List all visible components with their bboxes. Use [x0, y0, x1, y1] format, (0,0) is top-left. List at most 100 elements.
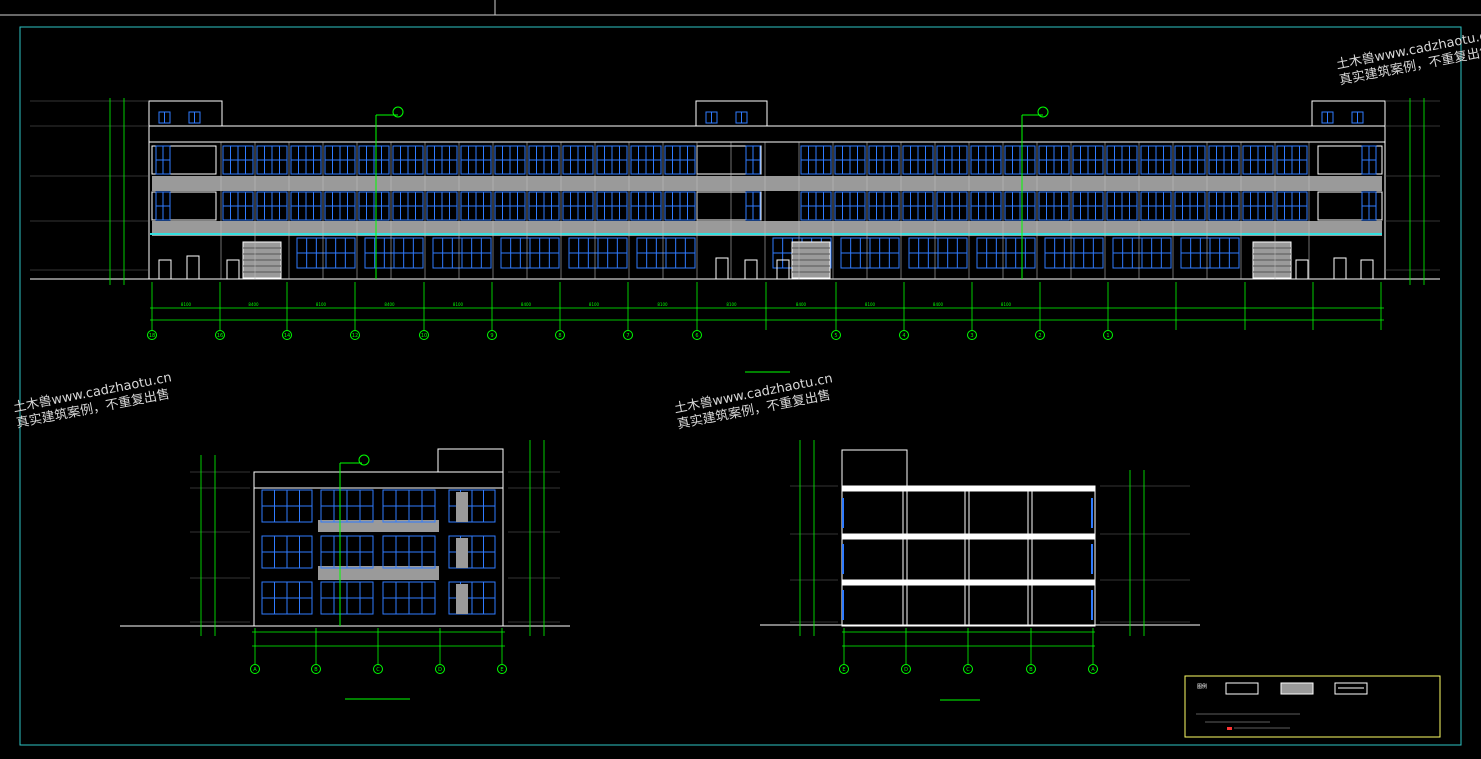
section-column [964, 485, 970, 627]
axis-label: 10 [421, 333, 427, 339]
section-drawing [760, 440, 1200, 701]
axis-label: E [500, 667, 503, 673]
axis-bubble [899, 330, 909, 340]
axis-label: 7 [626, 333, 629, 339]
axis-dimension-text: 8100 [1001, 302, 1012, 307]
floor-slab [152, 221, 1382, 236]
door [744, 259, 758, 280]
axis-bubble [1088, 664, 1098, 674]
section-marker-bubble [392, 106, 404, 118]
axis-dimension-text: 8400 [933, 302, 944, 307]
axis-dimension-text: 8100 [726, 302, 737, 307]
axis-bubble [692, 330, 702, 340]
door [1360, 259, 1374, 280]
roof-tower [148, 100, 223, 127]
axis-label: D [904, 667, 908, 673]
axis-label: 2 [1038, 333, 1041, 339]
outer-frame [19, 26, 1462, 746]
axis-label: B [1029, 667, 1033, 673]
door [715, 257, 729, 280]
axis-label: 3 [970, 333, 973, 339]
floor-slab [152, 176, 1382, 191]
axis-label: 16 [217, 333, 223, 339]
axis-label: 1 [1106, 333, 1109, 339]
side-slab [318, 566, 439, 580]
axis-label: B [314, 667, 318, 673]
side-pier [456, 492, 468, 522]
axis-dimension-text: 8100 [589, 302, 600, 307]
roof-tower [695, 100, 768, 127]
axis-label: C [966, 667, 970, 673]
axis-dimension-text: 8400 [796, 302, 807, 307]
section-column [902, 485, 908, 627]
axis-dimension-text: 8100 [453, 302, 464, 307]
legend-border [1184, 675, 1441, 738]
door [186, 255, 200, 280]
axis-bubble [555, 330, 565, 340]
end-bay-frame [1317, 191, 1383, 221]
legend-swatch-glass [1334, 682, 1368, 695]
end-bay-frame [1317, 145, 1383, 175]
legend-block: 图例 [1184, 675, 1441, 738]
axis-label: 12 [352, 333, 358, 339]
door [776, 259, 790, 280]
legend-title: 图例 [1197, 683, 1207, 690]
axis-bubble [1026, 664, 1036, 674]
axis-bubble [839, 664, 849, 674]
axis-dimension-text: 8400 [384, 302, 395, 307]
axis-dimension-text: 8400 [521, 302, 532, 307]
door [1333, 257, 1347, 280]
axis-dimension-text: 8100 [865, 302, 876, 307]
axis-label: 9 [490, 333, 493, 339]
axis-bubble [282, 330, 292, 340]
side-pier [456, 538, 468, 568]
side-slab [318, 520, 439, 532]
front-body [148, 125, 1386, 280]
side-pier [456, 584, 468, 614]
legend-swatch-slab [1280, 682, 1314, 695]
axis-bubble [373, 664, 383, 674]
axis-dimension-text: 8100 [316, 302, 327, 307]
axis-bubble [311, 664, 321, 674]
axis-label: E [842, 667, 845, 673]
side-parapet [253, 471, 504, 489]
axis-bubble [1103, 330, 1113, 340]
axis-bubble [831, 330, 841, 340]
axis-label: 8 [558, 333, 561, 339]
side-roof-tower [437, 448, 504, 473]
axis-label: C [376, 667, 380, 673]
axis-bubble [147, 330, 157, 340]
axis-label: A [253, 667, 257, 673]
axis-bubble [215, 330, 225, 340]
section-marker-bubble [1037, 106, 1049, 118]
axis-dimension-text: 8100 [657, 302, 668, 307]
side-marker-bubble [358, 454, 370, 466]
side-elevation [120, 440, 570, 700]
axis-bubble [350, 330, 360, 340]
axis-bubble [497, 664, 507, 674]
axis-label: 5 [834, 333, 837, 339]
axis-label: A [1091, 667, 1095, 673]
legend-hatch-mark [1227, 727, 1232, 730]
axis-label: 18 [149, 333, 155, 339]
door [158, 259, 172, 280]
axis-label: 6 [695, 333, 698, 339]
end-bay-frame [151, 191, 217, 221]
section-stair-tower [841, 449, 908, 489]
axis-bubble [487, 330, 497, 340]
front-elevation [30, 98, 1440, 285]
axis-bubble [1035, 330, 1045, 340]
side-elevation-axes: A B C D E [250, 628, 507, 674]
axis-label: D [438, 667, 442, 673]
axis-bubble [623, 330, 633, 340]
door [226, 259, 240, 280]
end-bay-frame [151, 145, 217, 175]
axis-label: 4 [902, 333, 905, 339]
axis-bubble [250, 664, 260, 674]
axis-bubble [901, 664, 911, 674]
axis-dimension-text: 8400 [248, 302, 259, 307]
section-column [1027, 485, 1033, 627]
